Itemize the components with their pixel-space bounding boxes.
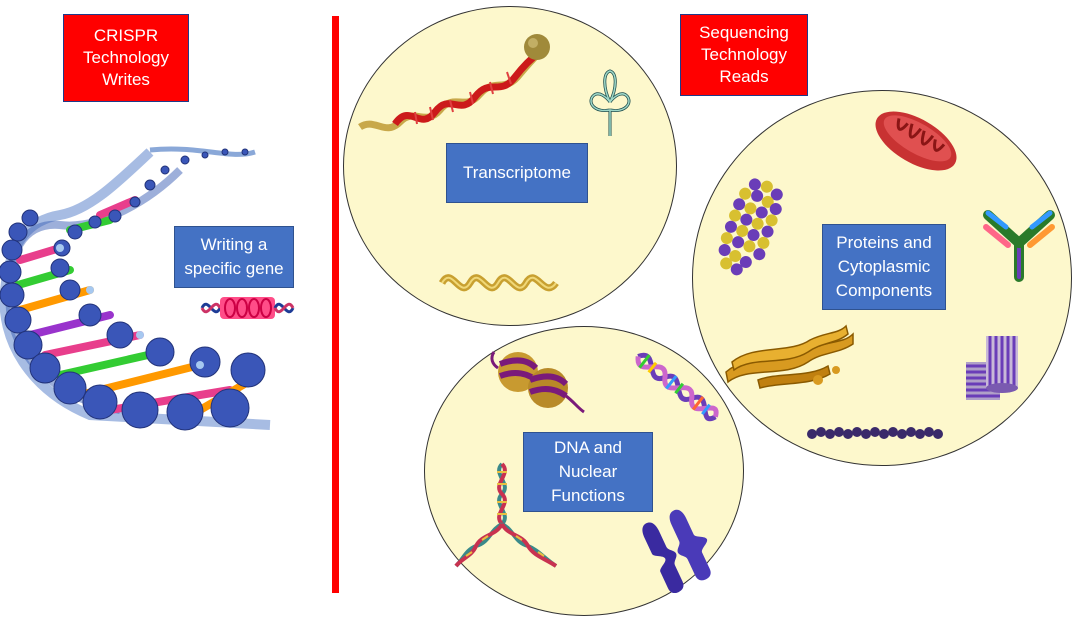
replication-fork-icon: [454, 462, 558, 568]
rna-ribbon-icon: [438, 274, 559, 292]
dna-label: DNA and Nuclear Functions: [523, 432, 653, 512]
gene-segment-icon: [200, 297, 295, 319]
antibody-icon: [983, 210, 1055, 282]
chromosome-icon: [642, 509, 711, 594]
golgi-icon: [725, 324, 854, 389]
nucleosome-icon: [490, 351, 585, 414]
divider-line: [332, 16, 339, 593]
writing-gene-label: Writing a specific gene: [174, 226, 294, 288]
trna-icon: [589, 69, 631, 136]
mitochondrion-icon: [875, 111, 957, 171]
dna-helix-illustration: [0, 146, 271, 431]
actin-filament-icon: [807, 427, 943, 439]
filament-bundle-icon: [966, 336, 1018, 400]
mrna-helix-icon: [358, 34, 550, 132]
crispr-label: CRISPR Technology Writes: [63, 14, 189, 102]
sequencing-label: Sequencing Technology Reads: [680, 14, 808, 96]
microtubule-coil-icon: [718, 178, 783, 276]
proteins-label: Proteins and Cytoplasmic Components: [822, 224, 946, 310]
transcriptome-label: Transcriptome: [446, 143, 588, 203]
dna-double-helix-icon: [635, 352, 719, 422]
